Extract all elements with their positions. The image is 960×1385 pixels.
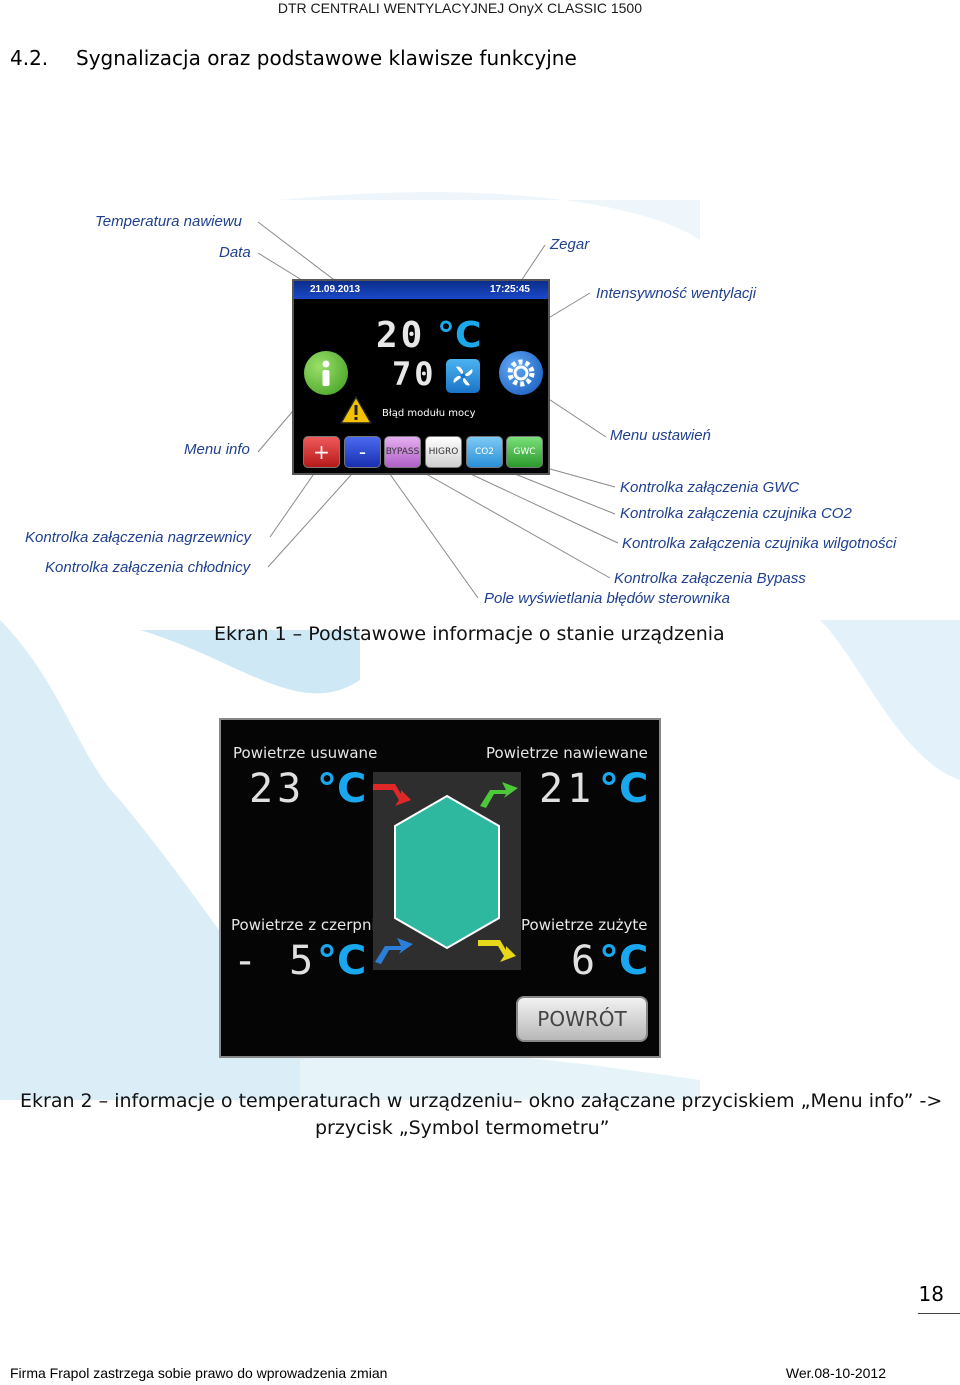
callout-bypass: Kontrolka załączenia Bypass bbox=[614, 570, 806, 587]
exhaust-air-label: Powietrze zużyte bbox=[521, 916, 648, 934]
arrow-intake-icon bbox=[375, 938, 413, 964]
caption-screen-1: Ekran 1 – Podstawowe informacje o stanie… bbox=[214, 623, 725, 645]
supply-air-label: Powietrze nawiewane bbox=[486, 744, 648, 762]
caption-screen-2-line-1: Ekran 2 – informacje o temperaturach w u… bbox=[20, 1090, 943, 1112]
callout-intensywnosc: Intensywność wentylacji bbox=[596, 285, 757, 302]
controller-screen-temperatures: Powietrze usuwane 23 °C Powietrze nawiew… bbox=[219, 718, 661, 1058]
callout-menu-ustawien: Menu ustawień bbox=[610, 427, 711, 444]
gwc-indicator: GWC bbox=[506, 436, 543, 468]
callout-data: Data bbox=[219, 244, 251, 261]
footer-version: Wer.08-10-2012 bbox=[785, 1365, 886, 1381]
higro-indicator: HIGRO bbox=[425, 436, 462, 468]
arrow-supply-icon bbox=[480, 782, 518, 808]
warning-icon bbox=[339, 395, 373, 430]
heat-exchanger-hexagon bbox=[394, 794, 500, 950]
supply-air-value: 21 bbox=[539, 766, 596, 812]
callout-gwc: Kontrolka załączenia GWC bbox=[620, 479, 800, 496]
document-header: DTR CENTRALI WENTYLACYJNEJ OnyX CLASSIC … bbox=[277, 0, 642, 16]
callout-bledy: Pole wyświetlania błędów sterownika bbox=[484, 590, 730, 607]
section-number: 4.2. bbox=[10, 46, 49, 70]
intake-air-label: Powietrze z czerpni bbox=[231, 916, 376, 934]
callout-temperatura-nawiewu: Temperatura nawiewu bbox=[95, 213, 243, 230]
removed-air-value: 23 bbox=[249, 766, 306, 812]
intake-air-unit: °C bbox=[317, 938, 367, 984]
co2-indicator: CO2 bbox=[466, 436, 503, 468]
callout-chlodnicy: Kontrolka załączenia chłodnicy bbox=[45, 559, 251, 576]
info-icon[interactable] bbox=[304, 351, 348, 395]
section-title: Sygnalizacja oraz podstawowe klawisze fu… bbox=[76, 46, 577, 70]
callout-co2: Kontrolka załączenia czujnika CO2 bbox=[620, 505, 852, 522]
exhaust-air-value: 6 bbox=[571, 938, 600, 984]
callout-wilgotnosci: Kontrolka załączenia czujnika wilgotnośc… bbox=[622, 535, 897, 552]
settings-gear-icon[interactable] bbox=[499, 351, 543, 395]
callout-menu-info: Menu info bbox=[184, 441, 250, 458]
page-number: 18 bbox=[918, 1282, 944, 1306]
minus-button[interactable]: - bbox=[344, 436, 381, 468]
exhaust-air-unit: °C bbox=[599, 938, 649, 984]
controller-screen-main: 21.09.2013 17:25:45 20 °C 70 Błąd modułu… bbox=[292, 279, 550, 475]
callout-leader-lines bbox=[257, 221, 619, 599]
error-message: Błąd modułu mocy bbox=[382, 408, 476, 419]
removed-air-unit: °C bbox=[317, 766, 367, 812]
back-button[interactable]: POWRÓT bbox=[516, 996, 648, 1042]
intake-air-value: - 5 bbox=[233, 938, 318, 984]
supply-air-unit: °C bbox=[599, 766, 649, 812]
page-number-underline bbox=[918, 1313, 960, 1314]
removed-air-label: Powietrze usuwane bbox=[233, 744, 378, 762]
callout-nagrzewnicy: Kontrolka załączenia nagrzewnicy bbox=[25, 529, 251, 546]
status-bar: 21.09.2013 17:25:45 bbox=[294, 281, 548, 299]
plus-button[interactable]: + bbox=[303, 436, 340, 468]
fan-icon bbox=[446, 359, 480, 393]
clock-display: 17:25:45 bbox=[489, 284, 530, 295]
supply-temperature-unit: °C bbox=[437, 315, 482, 356]
fan-intensity-value: 70 bbox=[392, 355, 437, 393]
arrow-exhaust-icon bbox=[478, 940, 516, 962]
caption-screen-2-line-2: przycisk „Symbol termometru” bbox=[315, 1117, 610, 1139]
date-display: 21.09.2013 bbox=[310, 284, 361, 295]
bypass-indicator: BYPASS bbox=[384, 436, 421, 468]
callout-zegar: Zegar bbox=[550, 236, 590, 253]
supply-temperature-value: 20 bbox=[376, 315, 426, 356]
arrow-removed-icon bbox=[373, 784, 411, 806]
footer-disclaimer: Firma Frapol zastrzega sobie prawo do wp… bbox=[10, 1365, 388, 1381]
